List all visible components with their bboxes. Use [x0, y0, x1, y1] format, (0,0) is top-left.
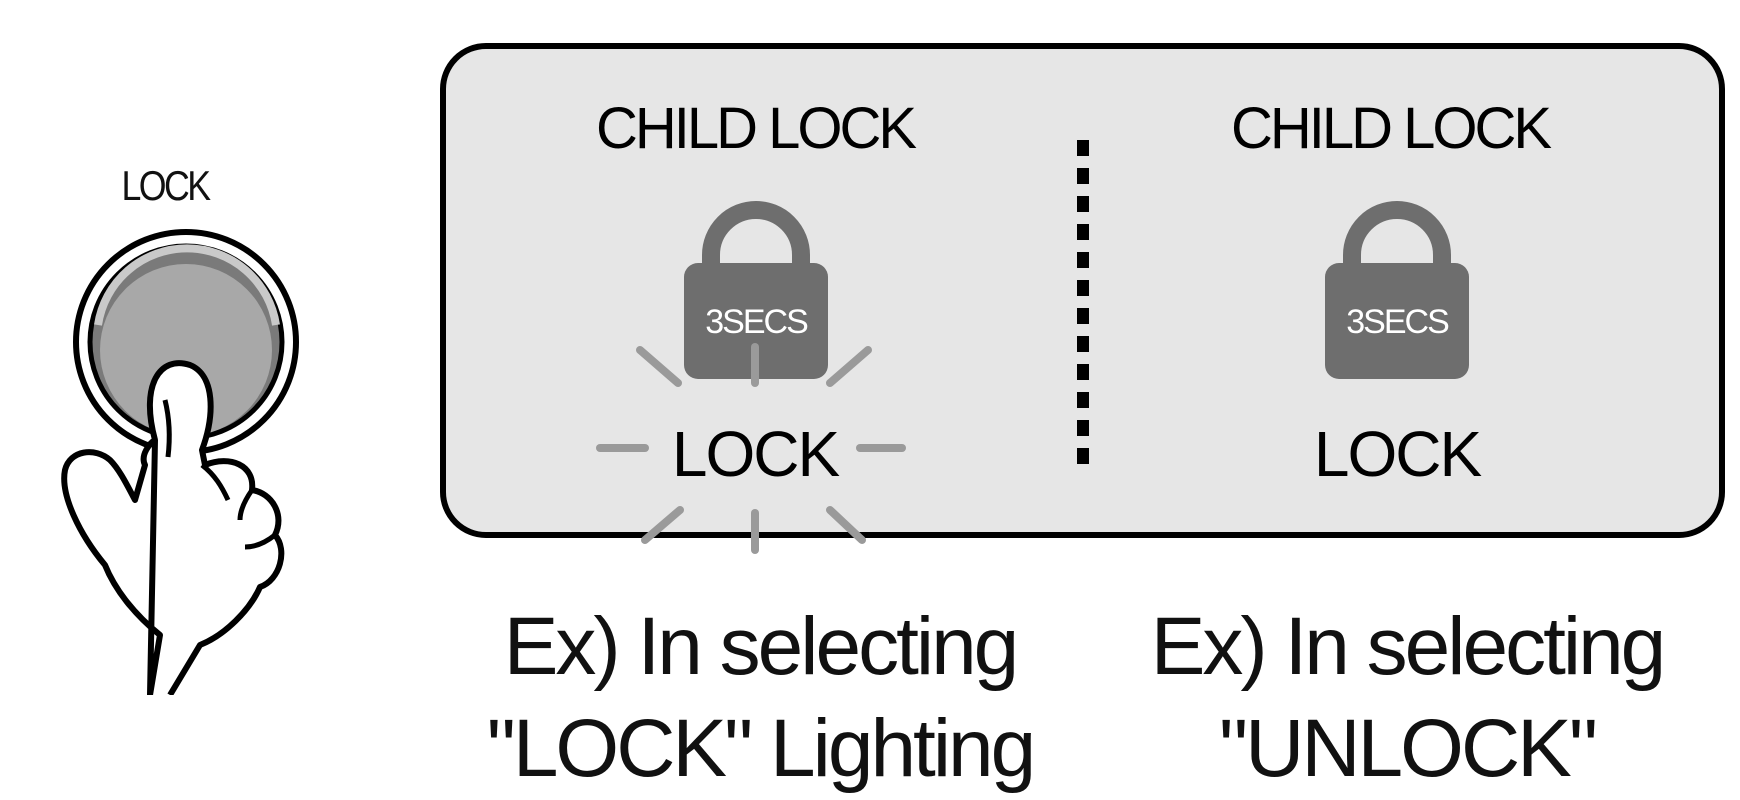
- caption-right-line2: "UNLOCK": [1219, 703, 1598, 794]
- padlock-icon-left: 3SECS: [684, 201, 828, 379]
- lighting-rays-icon: [596, 343, 906, 554]
- child-lock-title-left: CHILD LOCK: [595, 96, 917, 161]
- caption-left: Ex) In selecting "LOCK" Lighting: [440, 596, 1080, 800]
- padlock-label-right: 3SECS: [1346, 303, 1449, 341]
- caption-left-line2: "LOCK" Lighting: [486, 703, 1037, 794]
- caption-right-line1: Ex) In selecting: [1150, 601, 1667, 692]
- lock-button[interactable]: [40, 225, 340, 695]
- lock-indicator-right: LOCK: [1313, 418, 1482, 490]
- padlock-label-left: 3SECS: [705, 303, 808, 341]
- lock-indicator-left: LOCK: [671, 418, 840, 490]
- caption-left-line1: Ex) In selecting: [503, 601, 1020, 692]
- child-lock-title-right: CHILD LOCK: [1230, 96, 1552, 161]
- lock-button-label: LOCK: [121, 162, 211, 209]
- padlock-icon-right: 3SECS: [1325, 201, 1469, 379]
- caption-right: Ex) In selecting "UNLOCK": [1087, 596, 1727, 800]
- pointing-hand-icon: [61, 360, 285, 695]
- dotted-divider: [1077, 140, 1089, 465]
